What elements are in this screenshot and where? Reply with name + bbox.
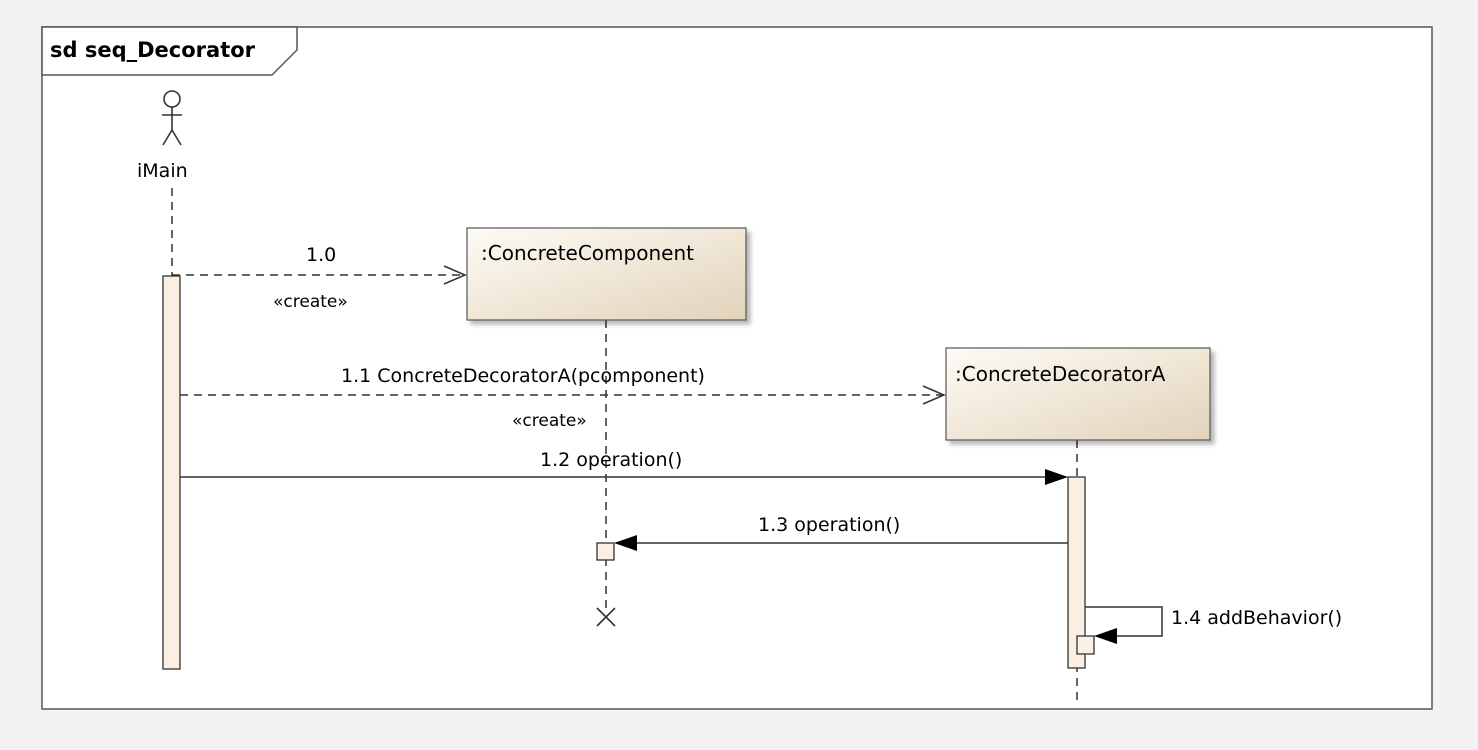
message-1-0-label: 1.0 <box>306 244 337 266</box>
message-1-4-label: 1.4 addBehavior() <box>1171 607 1343 629</box>
activation-imain <box>162 275 181 670</box>
concrete-decorator-box <box>945 347 1211 441</box>
activation-component <box>596 542 615 561</box>
message-1-2-arrow <box>180 469 1068 485</box>
message-1-1-arrow <box>180 385 946 405</box>
message-1-3-label: 1.3 operation() <box>758 514 901 536</box>
message-1-0-arrow <box>172 265 467 285</box>
concrete-decorator-name: :ConcreteDecoratorA <box>955 362 1166 386</box>
concrete-component-box <box>466 227 747 321</box>
message-1-4-arrow <box>1085 606 1163 644</box>
message-1-3-arrow <box>614 535 1068 551</box>
message-1-2-label: 1.2 operation() <box>540 449 683 471</box>
actor-icon <box>162 90 182 146</box>
destruction-marker-icon <box>596 607 616 627</box>
activation-decorator <box>1067 476 1086 669</box>
message-1-1-stereotype: «create» <box>512 411 587 431</box>
frame-title: sd seq_Decorator <box>50 38 256 62</box>
sd-frame-tab <box>41 26 298 76</box>
actor-name: iMain <box>137 160 188 182</box>
activation-decorator-self <box>1076 635 1095 655</box>
message-1-1-label: 1.1 ConcreteDecoratorA(pcomponent) <box>341 365 705 387</box>
concrete-component-name: :ConcreteComponent <box>481 241 694 265</box>
message-1-0-stereotype: «create» <box>273 292 348 312</box>
